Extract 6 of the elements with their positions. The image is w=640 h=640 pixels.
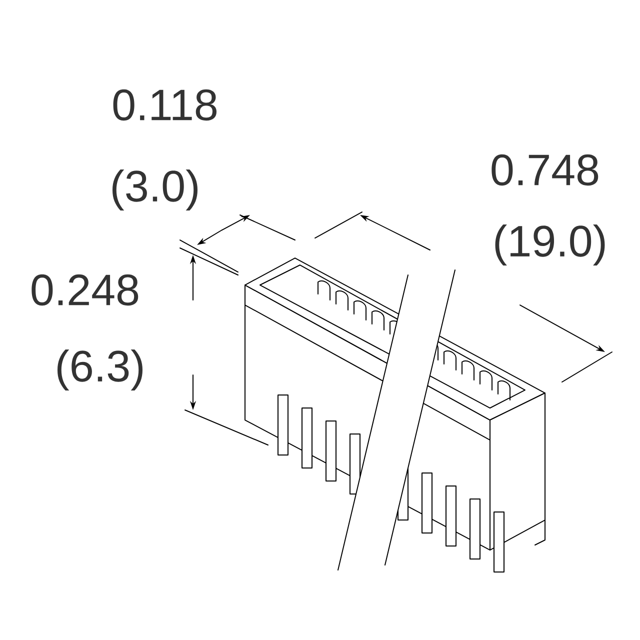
dimension-value: 0.118 <box>113 89 216 121</box>
dimension-value: 0.748 <box>492 154 598 186</box>
dimension-value: (19.0) <box>495 224 605 266</box>
dimension-value: (3.0) <box>112 170 198 210</box>
dimension-value: (6.3) <box>58 350 142 390</box>
dimension-value: 0.248 <box>32 274 138 306</box>
